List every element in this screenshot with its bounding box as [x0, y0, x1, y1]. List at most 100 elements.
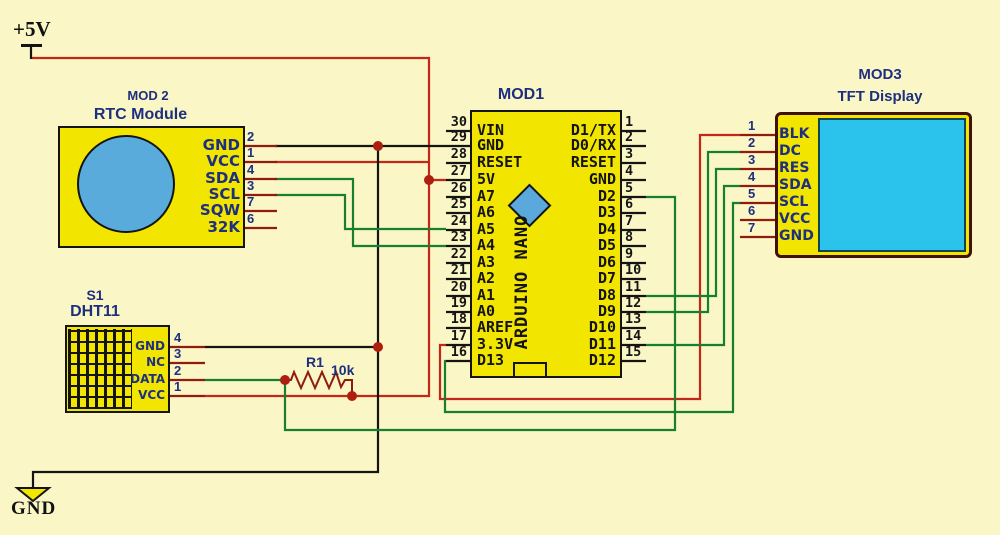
- arduino-right-pin-number-9: 9: [625, 246, 634, 262]
- tft-designator: MOD3: [858, 66, 902, 83]
- arduino-right-pin-label-D10: D10: [588, 318, 616, 336]
- rtc-designator: MOD 2: [127, 88, 169, 103]
- junction-dot-3: [280, 375, 290, 385]
- dht-pin-number-3: 3: [174, 346, 182, 361]
- arduino-usb-notch: [513, 362, 547, 378]
- rtc-pin-label-VCC: VCC: [206, 152, 240, 170]
- tft-pin-label-BLK: BLK: [779, 126, 810, 142]
- arduino-right-pin-number-13: 13: [625, 311, 642, 327]
- arduino-right-pin-label-D12: D12: [588, 351, 616, 369]
- tft-pin-number-3: 3: [748, 152, 756, 167]
- dht-pin-label-GND: GND: [135, 339, 165, 353]
- dht-title: DHT11: [70, 303, 120, 320]
- arduino-left-pin-number-24: 24: [450, 213, 467, 229]
- arduino-left-pin-label-RESET: RESET: [477, 153, 523, 171]
- wire-gnd-bus-to-ground-symbol: [31, 146, 380, 488]
- arduino-left-pin-label-AREF: AREF: [477, 318, 514, 336]
- arduino-left-pin-number-28: 28: [450, 146, 467, 162]
- arduino-left-pin-label-A1: A1: [477, 286, 496, 304]
- arduino-right-pin-number-10: 10: [625, 262, 642, 278]
- wire-rtc-sda-to-arduino-a4: [275, 177, 446, 248]
- arduino-left-pin-number-20: 20: [450, 279, 467, 295]
- tft-pin-number-7: 7: [748, 220, 756, 235]
- arduino-right-pin-number-11: 11: [625, 279, 642, 295]
- tft-pin-number-2: 2: [748, 135, 756, 150]
- dht-pin-number-2: 2: [174, 363, 182, 378]
- arduino-right-pin-number-6: 6: [625, 196, 634, 212]
- arduino-left-pin-label-A6: A6: [477, 203, 496, 221]
- wire-rtc-scl-to-arduino-a5: [275, 193, 446, 231]
- tft-pin-label-DC: DC: [779, 143, 801, 159]
- dht11-grille-pattern: [68, 329, 132, 409]
- ground-label: GND: [11, 498, 57, 519]
- arduino-right-pin-number-1: 1: [625, 114, 634, 130]
- arduino-right-pin-number-7: 7: [625, 213, 634, 229]
- rtc-pin-number-1: 1: [247, 145, 255, 160]
- wire-arduino-d13-to-tft-scl: [443, 201, 740, 414]
- arduino-left-pin-label-A3: A3: [477, 253, 496, 271]
- arduino-left-pin-number-29: 29: [450, 129, 467, 145]
- arduino-right-pin-number-12: 12: [625, 295, 642, 311]
- tft-pin-label-SCL: SCL: [779, 194, 809, 210]
- tft-title: TFT Display: [837, 88, 923, 105]
- resistor-designator: R1: [306, 354, 324, 370]
- arduino-left-pin-label-5V: 5V: [477, 170, 496, 188]
- tft-pin-label-GND: GND: [779, 228, 814, 244]
- arduino-right-pin-label-D2: D2: [597, 187, 616, 205]
- arduino-left-pin-number-21: 21: [450, 262, 467, 278]
- arduino-left-pin-number-25: 25: [450, 196, 467, 212]
- arduino-left-pin-label-A0: A0: [477, 302, 496, 320]
- junction-dot-2: [424, 175, 434, 185]
- tft-screen: [818, 118, 966, 252]
- rtc-pin-number-3: 3: [247, 178, 255, 193]
- rtc-pin-label-SQW: SQW: [199, 201, 240, 219]
- arduino-right-pin-number-15: 15: [625, 344, 642, 360]
- dht-pin-label-DATA: DATA: [130, 372, 165, 386]
- wire-arduino-3v3-to-tft-blk: [438, 133, 740, 401]
- tft-pin-number-6: 6: [748, 203, 756, 218]
- arduino-left-pin-number-30: 30: [450, 114, 467, 130]
- ground-symbol-triangle: [14, 487, 52, 503]
- arduino-right-pin-label-D4: D4: [597, 220, 616, 238]
- tft-pin-label-VCC: VCC: [779, 211, 811, 227]
- arduino-right-pin-label-D6: D6: [597, 253, 616, 271]
- arduino-right-pin-label-D11: D11: [588, 335, 616, 353]
- wire-dht-data-to-arduino-d2: [205, 195, 677, 432]
- junction-dot-1: [373, 342, 383, 352]
- arduino-left-pin-label-GND: GND: [477, 136, 505, 154]
- arduino-left-pin-number-23: 23: [450, 229, 467, 245]
- junction-dot-0: [373, 141, 383, 151]
- arduino-right-pin-number-4: 4: [625, 163, 634, 179]
- arduino-left-pin-label-VIN: VIN: [477, 121, 505, 139]
- arduino-right-pin-label-D9: D9: [597, 302, 616, 320]
- plus5v-label: +5V: [13, 17, 51, 41]
- arduino-right-pin-label-D7: D7: [597, 269, 616, 287]
- tft-pin-number-5: 5: [748, 186, 756, 201]
- tft-pin-label-SDA: SDA: [779, 177, 812, 193]
- dht-designator: S1: [86, 287, 104, 303]
- dht-pin-number-1: 1: [174, 379, 182, 394]
- rtc-pin-label-SDA: SDA: [205, 169, 240, 187]
- rtc-pin-label-32K: 32K: [207, 218, 241, 236]
- junction-dot-4: [347, 391, 357, 401]
- arduino-left-pin-number-26: 26: [450, 180, 467, 196]
- arduino-right-pin-label-D0/RX: D0/RX: [570, 136, 616, 154]
- rtc-pin-number-4: 4: [247, 162, 255, 177]
- dht-pin-label-VCC: VCC: [138, 388, 165, 402]
- rtc-title: RTC Module: [93, 106, 188, 123]
- arduino-right-pin-number-8: 8: [625, 229, 634, 245]
- tft-pin-number-1: 1: [748, 118, 756, 133]
- wire-arduino-d8-to-tft-res: [646, 167, 740, 298]
- rtc-pin-label-SCL: SCL: [208, 185, 240, 203]
- arduino-left-pin-label-3.3V: 3.3V: [477, 335, 514, 353]
- arduino-right-pin-label-D5: D5: [597, 236, 616, 254]
- arduino-nano-box: [470, 110, 622, 378]
- arduino-right-pin-number-14: 14: [625, 328, 642, 344]
- dht-pin-number-4: 4: [174, 330, 182, 345]
- wire-resistor-r1-body: [285, 369, 353, 396]
- arduino-right-pin-number-3: 3: [625, 146, 634, 162]
- arduino-left-pin-number-27: 27: [450, 163, 467, 179]
- arduino-right-pin-number-5: 5: [625, 180, 634, 196]
